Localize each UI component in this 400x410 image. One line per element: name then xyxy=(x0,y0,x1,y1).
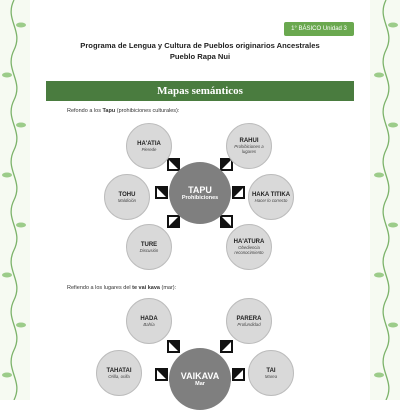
map2-center-node: VAIKAVA Mar xyxy=(169,348,231,410)
map1-node: HA'ATIA Pierede xyxy=(126,123,172,169)
node-name: TOHU xyxy=(118,191,136,198)
map2-node: TAI Marea xyxy=(248,350,294,396)
map2-node: HADA Bahía xyxy=(126,298,172,344)
map2-connector-e xyxy=(232,368,245,381)
node-desc: Marea xyxy=(264,373,278,379)
node-desc: Prohibiciones a lugares xyxy=(234,144,264,154)
map1-node: TOHU Maldición xyxy=(104,174,150,220)
node-name: TURE xyxy=(140,241,158,248)
section-heading: Mapas semánticos xyxy=(157,85,243,97)
map2-center-name: VAIKAVA xyxy=(180,371,220,381)
map2-intro-keyword: te vai kava xyxy=(132,285,160,291)
section-heading-bar: Mapas semánticos xyxy=(46,81,354,101)
decorative-border-right xyxy=(370,0,400,400)
map1-connector-e xyxy=(232,186,245,199)
map1-center-node: TAPU Prohibiciones xyxy=(169,162,231,224)
map2-connector-w xyxy=(155,368,168,381)
node-name: HA'ATIA xyxy=(137,140,161,147)
node-name: HA'ATURA xyxy=(233,239,265,245)
map2-node: PARERA Profundidad xyxy=(226,298,272,344)
title-line-1: Programa de Lengua y Cultura de Pueblos … xyxy=(80,41,320,50)
node-name: TAI xyxy=(266,367,276,374)
map1-intro-keyword: Tapu xyxy=(102,108,116,114)
document-title: Programa de Lengua y Cultura de Pueblos … xyxy=(46,40,354,62)
map2-intro: Refiendo a los lugares del te vai kava (… xyxy=(67,285,176,291)
map1-node: TURE Discusión xyxy=(126,224,172,270)
map1-center-name: TAPU xyxy=(188,185,212,195)
node-desc: Hacer lo correcto xyxy=(254,197,288,203)
map1-connector-nw xyxy=(167,158,180,171)
title-line-2: Pueblo Rapa Nui xyxy=(169,52,231,61)
node-desc: Bahía xyxy=(143,321,155,327)
map2-connector-nw xyxy=(167,340,180,353)
map2-connector-ne xyxy=(220,340,233,353)
map1-connector-sw xyxy=(167,215,180,228)
map2-intro-suffix: (mar): xyxy=(161,285,177,291)
node-desc: Maldición xyxy=(117,197,137,203)
map1-center-sub: Prohibiciones xyxy=(181,195,219,201)
node-desc: Orilla, orilla xyxy=(108,373,130,379)
map1-node: HA'ATURA Obediencia reconocimiento xyxy=(226,224,272,270)
map2-node: TAHATAI Orilla, orilla xyxy=(96,350,142,396)
map2-intro-prefix: Refiendo a los lugares del xyxy=(67,285,131,291)
map1-connector-w xyxy=(155,186,168,199)
map1-intro-prefix: Refondo a los xyxy=(67,108,101,114)
vine-ornament xyxy=(2,0,398,400)
decorative-border-left xyxy=(0,0,30,400)
grade-unit-badge: 1° BÁSICO Unidad 3 xyxy=(284,22,354,36)
node-name: HADA xyxy=(140,315,158,322)
node-name: PARERA xyxy=(236,315,262,322)
map1-node: HAKA TITIKA Hacer lo correcto xyxy=(248,174,294,220)
node-name: HAKA TITIKA xyxy=(251,191,291,198)
map1-intro: Refondo a los Tapu (prohibiciones cultur… xyxy=(67,108,179,114)
node-name: TAHATAI xyxy=(106,367,132,374)
node-desc: Discusión xyxy=(139,247,159,253)
map1-intro-suffix: (prohibiciones culturales): xyxy=(116,108,180,114)
node-desc: Pierede xyxy=(141,146,157,152)
map2-center-sub: Mar xyxy=(195,381,205,387)
grade-unit-label: 1° BÁSICO Unidad 3 xyxy=(291,26,347,32)
node-desc: Profundidad xyxy=(237,321,261,327)
node-desc: Obediencia reconocimiento xyxy=(234,245,264,255)
map1-node: RAHUI Prohibiciones a lugares xyxy=(226,123,272,169)
node-name: RAHUI xyxy=(239,138,259,144)
map1-connector-se xyxy=(220,215,233,228)
